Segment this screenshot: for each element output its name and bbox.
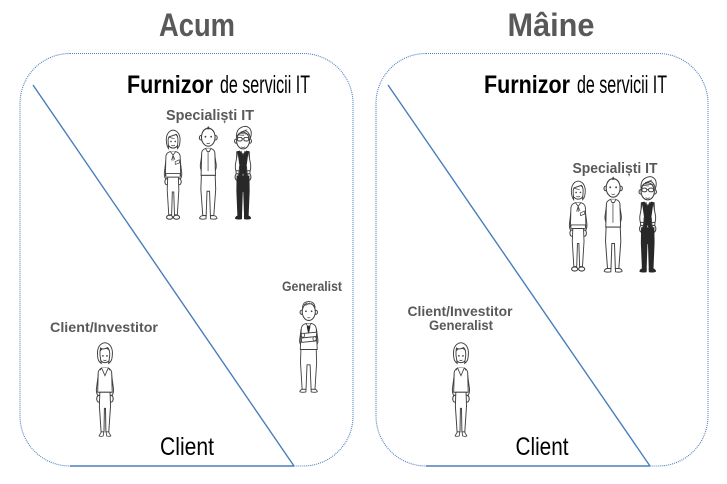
- svg-text:Specialiști IT: Specialiști IT: [573, 161, 658, 177]
- svg-text:Generalist: Generalist: [282, 279, 342, 294]
- svg-text:Generalist: Generalist: [429, 318, 493, 333]
- svg-text:Acum: Acum: [159, 7, 235, 43]
- svg-text:Client: Client: [160, 433, 214, 461]
- svg-text:Specialiști IT: Specialiști IT: [166, 108, 254, 124]
- svg-text:Furnizor: Furnizor: [484, 71, 570, 99]
- svg-text:Client: Client: [516, 433, 569, 461]
- svg-text:Client/Investitor: Client/Investitor: [408, 304, 514, 319]
- svg-text:de servicii IT: de servicii IT: [220, 71, 310, 99]
- svg-text:Client/Investitor: Client/Investitor: [50, 320, 159, 335]
- svg-text:Mâine: Mâine: [508, 7, 595, 43]
- svg-text:de servicii IT: de servicii IT: [577, 71, 667, 99]
- svg-text:Furnizor: Furnizor: [127, 71, 213, 99]
